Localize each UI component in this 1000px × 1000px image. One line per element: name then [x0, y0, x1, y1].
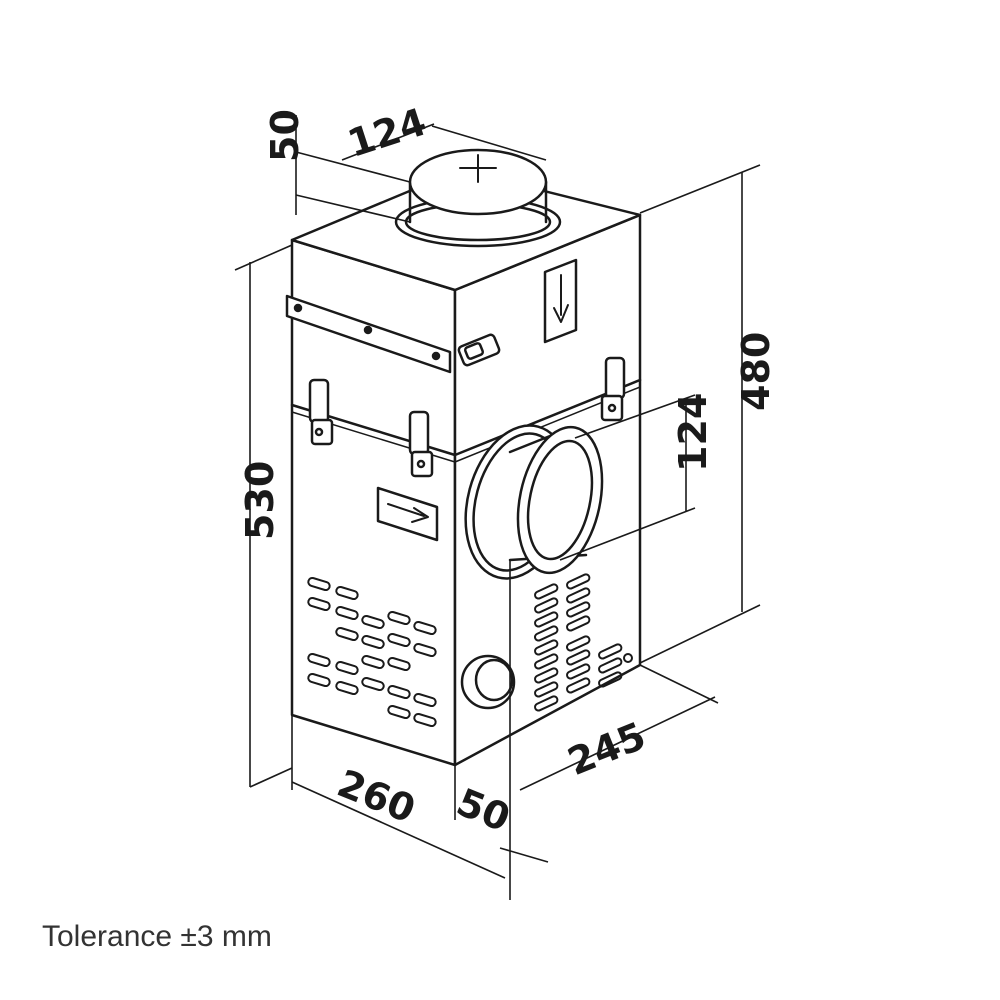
airflow-right-arrow-panel: [376, 486, 439, 542]
side-vent-slots: [534, 573, 633, 712]
dim-side-duct-diameter: 124: [671, 393, 715, 472]
lid-seam-lower: [291, 386, 641, 463]
small-outlet: [460, 654, 516, 710]
dim-side-duct-projection: 50: [451, 780, 517, 841]
dim-body-height: 480: [734, 332, 778, 411]
side-handle: [457, 333, 501, 367]
lid-seam: [290, 378, 642, 457]
latch-front-left: [308, 378, 334, 446]
dim-top-duct-height: 50: [263, 109, 307, 162]
dim-top-duct-diameter: 124: [342, 100, 431, 166]
latch-side: [600, 356, 626, 422]
tolerance-note: Tolerance ±3 mm: [42, 920, 272, 953]
latch-front-right: [408, 410, 434, 478]
dim-depth: 245: [562, 714, 652, 785]
dimension-lines: [234, 115, 761, 900]
top-duct: [394, 148, 562, 248]
dim-width: 260: [331, 761, 421, 832]
side-duct: [464, 424, 604, 580]
mounting-bracket: [285, 294, 452, 374]
airflow-down-arrow-panel: [543, 258, 578, 344]
front-vent-slots: [307, 576, 437, 728]
dim-total-height: 530: [238, 461, 282, 540]
